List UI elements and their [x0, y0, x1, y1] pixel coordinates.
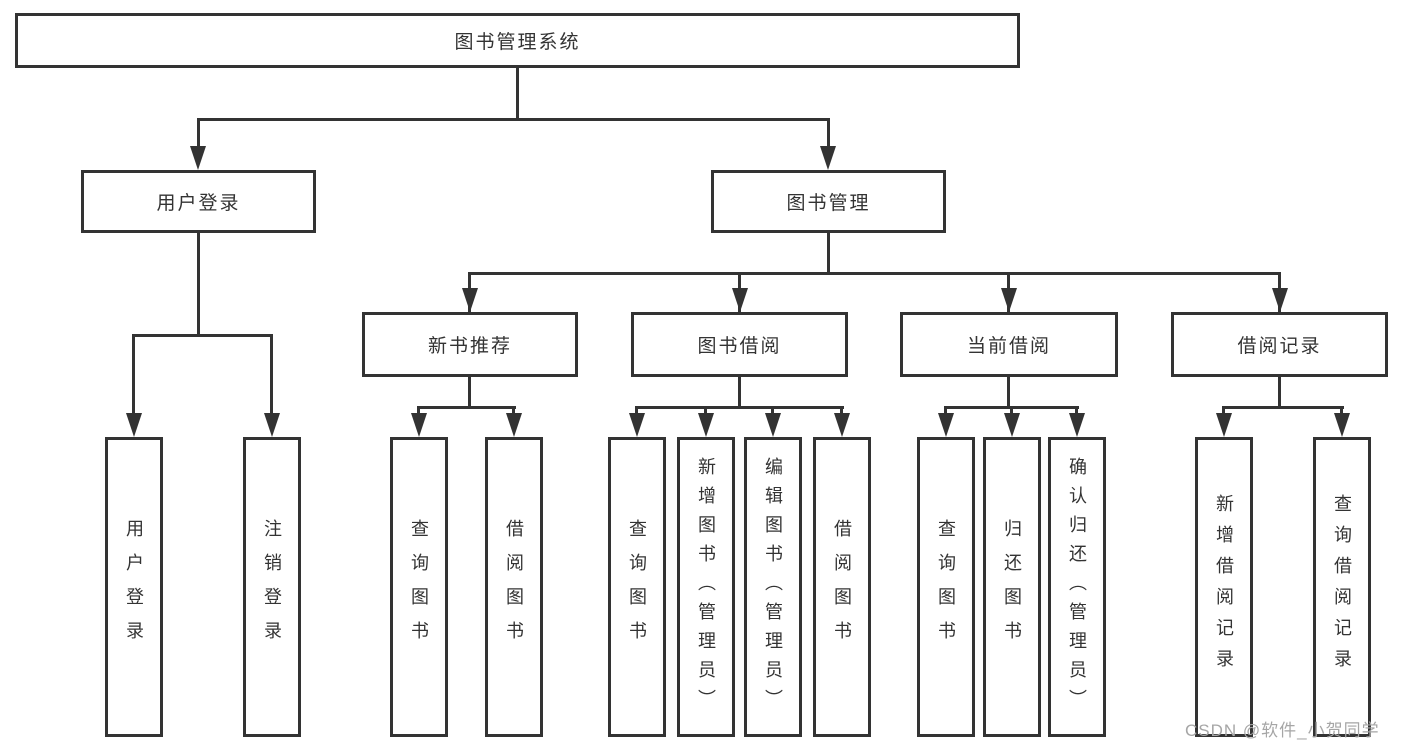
arrowhead-down-icon	[264, 413, 280, 437]
watermark-text: CSDN @软件_小贺同学	[1185, 721, 1380, 740]
connector-line	[704, 406, 707, 416]
node-book-borrow: 图书借阅	[631, 312, 848, 377]
node-root: 图书管理系统	[15, 13, 1020, 68]
arrowhead-down-icon	[1001, 288, 1017, 312]
connector-line	[1222, 406, 1344, 409]
arrowhead-down-icon	[732, 288, 748, 312]
connector-line	[516, 66, 519, 120]
node-current-borrow: 当前借阅	[900, 312, 1118, 377]
arrowhead-down-icon	[765, 413, 781, 437]
node-login-action: 用户登录	[105, 437, 163, 737]
arrowhead-down-icon	[1004, 413, 1020, 437]
arrowhead-down-icon	[126, 413, 142, 437]
arrowhead-down-icon	[411, 413, 427, 437]
node-bb-query-books: 查询图书	[608, 437, 666, 737]
connector-line	[417, 406, 420, 416]
arrowhead-down-icon	[506, 413, 522, 437]
node-new-book-recommend: 新书推荐	[362, 312, 578, 377]
arrowhead-down-icon	[698, 413, 714, 437]
connector-line	[635, 406, 844, 409]
connector-line	[197, 233, 200, 336]
arrowhead-down-icon	[1334, 413, 1350, 437]
connector-line	[417, 406, 516, 409]
arrowhead-down-icon	[938, 413, 954, 437]
node-br-add-record: 新增借阅记录	[1195, 437, 1253, 737]
connector-line	[132, 334, 135, 416]
connector-line	[827, 233, 830, 274]
arrowhead-down-icon	[629, 413, 645, 437]
node-cb-query-books: 查询图书	[917, 437, 975, 737]
connector-line	[1278, 377, 1281, 408]
arrowhead-down-icon	[834, 413, 850, 437]
node-book-management: 图书管理	[711, 170, 946, 233]
node-borrow-records: 借阅记录	[1171, 312, 1388, 377]
arrowhead-down-icon	[1069, 413, 1085, 437]
node-br-query-record: 查询借阅记录	[1313, 437, 1371, 737]
node-logout-action: 注销登录	[243, 437, 301, 737]
connector-line	[512, 406, 515, 416]
connector-line	[197, 118, 200, 148]
arrowhead-down-icon	[462, 288, 478, 312]
connector-line	[827, 118, 830, 148]
node-cb-confirm-return-admin: 确认归还（管理员）	[1048, 437, 1106, 737]
node-cb-return-books: 归还图书	[983, 437, 1041, 737]
connector-line	[468, 377, 471, 408]
connector-line	[840, 406, 843, 416]
connector-line	[771, 406, 774, 416]
node-bb-add-books-admin: 新增图书（管理员）	[677, 437, 735, 737]
connector-line	[738, 377, 741, 408]
node-bb-borrow-books: 借阅图书	[813, 437, 871, 737]
connector-line	[1007, 377, 1010, 408]
connector-line	[468, 272, 1281, 275]
connector-line	[1010, 406, 1013, 416]
node-user-login: 用户登录	[81, 170, 316, 233]
arrowhead-down-icon	[1216, 413, 1232, 437]
connector-line	[197, 118, 830, 121]
connector-line	[132, 334, 273, 337]
connector-line	[1075, 406, 1078, 416]
node-bb-edit-books-admin: 编辑图书（管理员）	[744, 437, 802, 737]
connector-line	[1340, 406, 1343, 416]
arrowhead-down-icon	[820, 146, 836, 170]
connector-line	[635, 406, 638, 416]
connector-line	[944, 406, 947, 416]
node-rec-borrow-books: 借阅图书	[485, 437, 543, 737]
arrowhead-down-icon	[190, 146, 206, 170]
connector-line	[1222, 406, 1225, 416]
connector-line	[270, 334, 273, 416]
arrowhead-down-icon	[1272, 288, 1288, 312]
node-rec-query-books: 查询图书	[390, 437, 448, 737]
